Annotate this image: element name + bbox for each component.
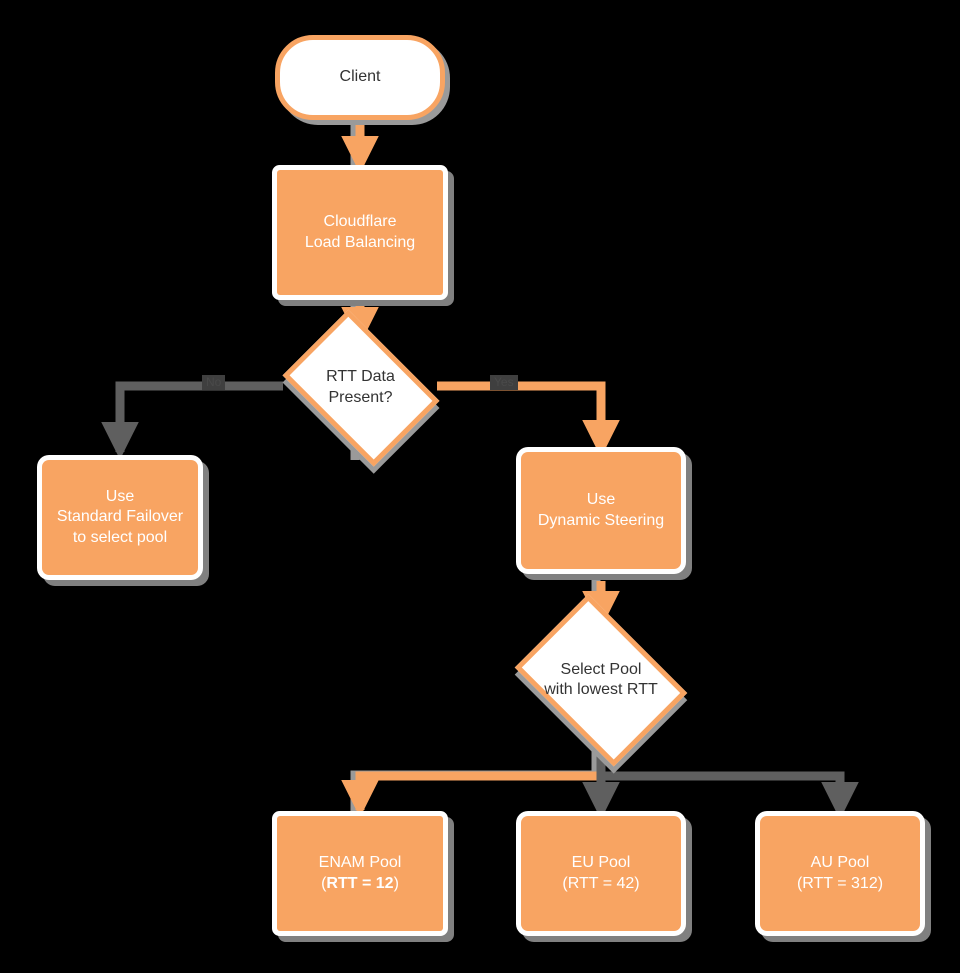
node-eu-pool-name: EU Pool — [571, 854, 631, 872]
node-load-balancing-label: Cloudflare Load Balancing — [304, 213, 416, 251]
paren-open: ( — [562, 874, 568, 892]
node-dynamic-steering-label: Use Dynamic Steering — [537, 491, 665, 529]
paren-open: ( — [321, 874, 327, 892]
node-load-balancing[interactable]: Cloudflare Load Balancing — [277, 170, 443, 295]
node-standard-failover-label: Use Standard Failover to select pool — [56, 487, 184, 546]
edge-label-no: No — [202, 375, 226, 391]
node-select-pool-label: Select Pool with lowest RTT — [544, 660, 658, 698]
paren-open: ( — [796, 874, 803, 892]
paren-close: ) — [634, 874, 640, 892]
node-client[interactable]: Client — [275, 35, 445, 120]
paren-close: ) — [877, 874, 884, 892]
edge-rtt-no — [101, 381, 283, 460]
node-eu-pool-rtt: (RTT = 42) — [562, 874, 639, 894]
edge-rtt-yes — [437, 381, 620, 458]
edge-select-to-au — [601, 771, 859, 820]
node-eu-pool[interactable]: EU Pool (RTT = 42) — [521, 816, 681, 931]
node-client-label: Client — [339, 68, 381, 86]
rtt-value: RTT = 12 — [326, 874, 394, 892]
node-au-pool-rtt: (RTT = 312) — [797, 874, 883, 894]
node-dynamic-steering[interactable]: Use Dynamic Steering — [521, 452, 681, 569]
edge-select-to-enam — [341, 740, 606, 818]
node-enam-pool-rtt: (RTT = 12) — [321, 874, 399, 894]
node-rtt-present[interactable]: RTT Data Present? — [278, 309, 443, 466]
edge-label-yes: Yes — [490, 375, 518, 391]
node-select-pool[interactable]: Select Pool with lowest RTT — [511, 594, 691, 766]
node-au-pool[interactable]: AU Pool (RTT = 312) — [760, 816, 920, 931]
paren-close: ) — [393, 874, 399, 892]
node-enam-pool-name: ENAM Pool — [318, 854, 402, 872]
node-enam-pool[interactable]: ENAM Pool (RTT = 12) — [277, 816, 443, 931]
node-standard-failover[interactable]: Use Standard Failover to select pool — [42, 460, 198, 575]
node-rtt-present-label: RTT Data Present? — [326, 368, 395, 406]
rtt-value: RTT = 42 — [567, 874, 635, 892]
node-au-pool-name: AU Pool — [810, 854, 870, 872]
rtt-value: RTT = 312 — [802, 874, 878, 892]
